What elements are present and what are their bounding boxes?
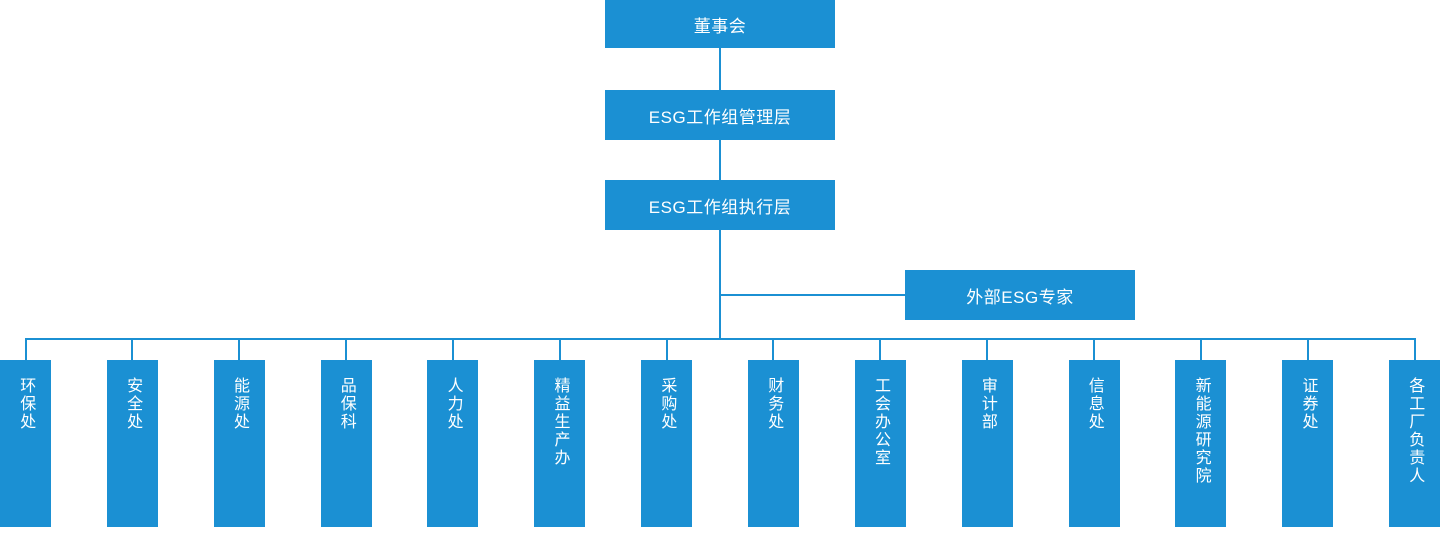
node-department-label: 采购处 bbox=[658, 377, 676, 431]
node-department-label: 证券处 bbox=[1299, 377, 1317, 431]
connector-execution-to-expert bbox=[719, 294, 906, 296]
node-department-label: 新能源研究院 bbox=[1192, 377, 1210, 485]
connector-bus-to-department bbox=[1306, 338, 1309, 360]
node-esg-execution-layer[interactable]: ESG工作组执行层 bbox=[605, 180, 835, 230]
node-department-label: 人力处 bbox=[444, 377, 462, 431]
connector-bus-to-department bbox=[558, 338, 561, 360]
node-department[interactable]: 能源处 bbox=[213, 360, 265, 527]
node-department[interactable]: 精益生产办 bbox=[534, 360, 586, 527]
node-department-label: 环保处 bbox=[17, 377, 35, 431]
node-esg-management-layer-label: ESG工作组管理层 bbox=[648, 107, 792, 127]
node-department-label: 信息处 bbox=[1085, 377, 1103, 431]
node-department-label: 审计部 bbox=[978, 377, 996, 431]
connector-bus-to-department bbox=[1093, 338, 1095, 360]
node-department[interactable]: 工会办公室 bbox=[854, 360, 906, 527]
node-department[interactable]: 新能源研究院 bbox=[1175, 360, 1227, 527]
node-department[interactable]: 安全处 bbox=[106, 360, 158, 527]
node-department-label: 能源处 bbox=[230, 377, 248, 431]
connector-department-bus bbox=[25, 338, 1415, 340]
connector-bus-to-department bbox=[451, 338, 454, 360]
connector-bus-to-department bbox=[345, 338, 348, 360]
node-external-esg-expert-label: 外部ESG专家 bbox=[966, 287, 1074, 307]
node-esg-management-layer[interactable]: ESG工作组管理层 bbox=[605, 90, 835, 140]
node-department-label: 工会办公室 bbox=[872, 377, 890, 467]
node-department[interactable]: 信息处 bbox=[1068, 360, 1120, 527]
node-department-label: 安全处 bbox=[124, 377, 142, 431]
node-department[interactable]: 各工厂负责人 bbox=[1389, 360, 1440, 527]
node-department-label: 各工厂负责人 bbox=[1406, 377, 1424, 485]
node-department[interactable]: 品保科 bbox=[320, 360, 372, 527]
connector-management-to-execution bbox=[719, 140, 721, 180]
connector-bus-to-department bbox=[131, 338, 134, 360]
node-board-of-directors[interactable]: 董事会 bbox=[605, 0, 835, 48]
connector-bus-to-department bbox=[1199, 338, 1202, 360]
node-department[interactable]: 采购处 bbox=[641, 360, 693, 527]
connector-bus-to-department bbox=[772, 338, 775, 360]
connector-board-to-management bbox=[719, 48, 721, 90]
connector-bus-to-department bbox=[1413, 338, 1416, 360]
connector-execution-to-bus bbox=[719, 230, 721, 340]
node-external-esg-expert[interactable]: 外部ESG专家 bbox=[905, 270, 1135, 320]
node-department-label: 品保科 bbox=[337, 377, 355, 431]
node-department[interactable]: 环保处 bbox=[0, 360, 51, 527]
node-esg-execution-layer-label: ESG工作组执行层 bbox=[648, 197, 792, 217]
node-department[interactable]: 人力处 bbox=[427, 360, 479, 527]
connector-bus-to-department bbox=[238, 338, 241, 360]
connector-bus-to-department bbox=[986, 338, 989, 360]
connector-bus-to-department bbox=[665, 338, 668, 360]
node-department-label: 财务处 bbox=[765, 377, 783, 431]
connector-bus-to-department bbox=[879, 338, 882, 360]
node-department[interactable]: 财务处 bbox=[747, 360, 799, 527]
connector-bus-to-department bbox=[24, 338, 27, 360]
node-department[interactable]: 证券处 bbox=[1282, 360, 1334, 527]
node-department[interactable]: 审计部 bbox=[961, 360, 1013, 527]
node-board-of-directors-label: 董事会 bbox=[693, 16, 747, 36]
node-department-label: 精益生产办 bbox=[551, 377, 569, 467]
